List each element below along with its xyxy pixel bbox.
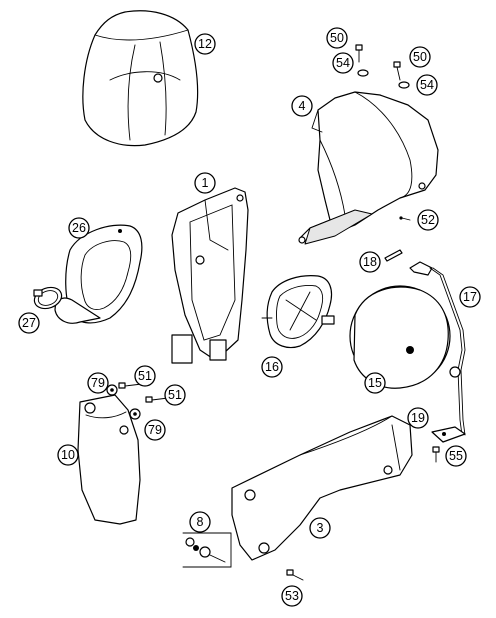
callout-79-lower: 79 [144, 419, 166, 441]
svg-text:27: 27 [22, 316, 36, 330]
callout-51-upper: 51 [134, 365, 156, 387]
part-air-filter-cover [82, 10, 199, 147]
svg-text:10: 10 [61, 448, 75, 462]
part-mounting-kit [182, 532, 232, 568]
callout-53: 53 [281, 585, 303, 607]
part-air-filter [349, 285, 451, 389]
part-airbox-frame [171, 187, 249, 364]
callout-10: 10 [57, 444, 79, 466]
svg-text:4: 4 [299, 99, 306, 113]
svg-text:51: 51 [168, 388, 182, 402]
callout-50-right: 50 [409, 46, 431, 68]
callout-1: 1 [194, 172, 216, 194]
svg-text:17: 17 [463, 290, 477, 304]
part-screw-55 [432, 446, 440, 463]
part-screws-50 [355, 44, 410, 89]
part-screw-52 [399, 216, 411, 221]
part-side-panel-left [77, 394, 141, 525]
svg-text:1: 1 [202, 176, 209, 190]
svg-text:54: 54 [420, 78, 434, 92]
svg-text:18: 18 [363, 255, 377, 269]
svg-text:50: 50 [413, 50, 427, 64]
callout-4: 4 [291, 95, 313, 117]
svg-text:51: 51 [138, 369, 152, 383]
svg-text:79: 79 [91, 376, 105, 390]
svg-text:26: 26 [72, 221, 86, 235]
callout-51-lower: 51 [164, 384, 186, 406]
callout-50-upper: 50 [326, 27, 348, 49]
svg-text:54: 54 [336, 56, 350, 70]
svg-text:15: 15 [368, 376, 382, 390]
callout-12: 12 [194, 33, 216, 55]
svg-text:12: 12 [198, 37, 212, 51]
part-filter-support [409, 261, 466, 436]
callout-26: 26 [68, 217, 90, 239]
part-screw-53 [286, 569, 304, 581]
part-intake-boot [54, 224, 143, 324]
svg-text:52: 52 [421, 213, 435, 227]
callout-16: 16 [261, 356, 283, 378]
svg-text:55: 55 [449, 449, 463, 463]
callout-27: 27 [18, 312, 40, 334]
svg-text:16: 16 [265, 360, 279, 374]
svg-text:53: 53 [285, 589, 299, 603]
callout-17: 17 [459, 286, 481, 308]
callout-15: 15 [364, 372, 386, 394]
callout-55: 55 [445, 445, 467, 467]
callout-54-left: 54 [332, 52, 354, 74]
callout-8: 8 [189, 511, 211, 533]
callout-79-upper: 79 [87, 372, 109, 394]
svg-text:3: 3 [317, 521, 324, 535]
part-grommets-79 [106, 384, 141, 420]
callout-18: 18 [359, 251, 381, 273]
callout-52: 52 [417, 209, 439, 231]
svg-text:19: 19 [411, 411, 425, 425]
svg-text:50: 50 [330, 31, 344, 45]
part-hose-clamp [33, 286, 63, 310]
svg-text:79: 79 [148, 423, 162, 437]
callout-3: 3 [309, 517, 331, 539]
part-pin [384, 249, 403, 262]
callout-54-right: 54 [416, 74, 438, 96]
part-airbox-housing [298, 91, 439, 245]
part-side-panel-right [231, 415, 413, 561]
part-clip [431, 426, 466, 443]
svg-text:8: 8 [197, 515, 204, 529]
part-filter-cage [261, 275, 335, 349]
callout-19: 19 [407, 407, 429, 429]
